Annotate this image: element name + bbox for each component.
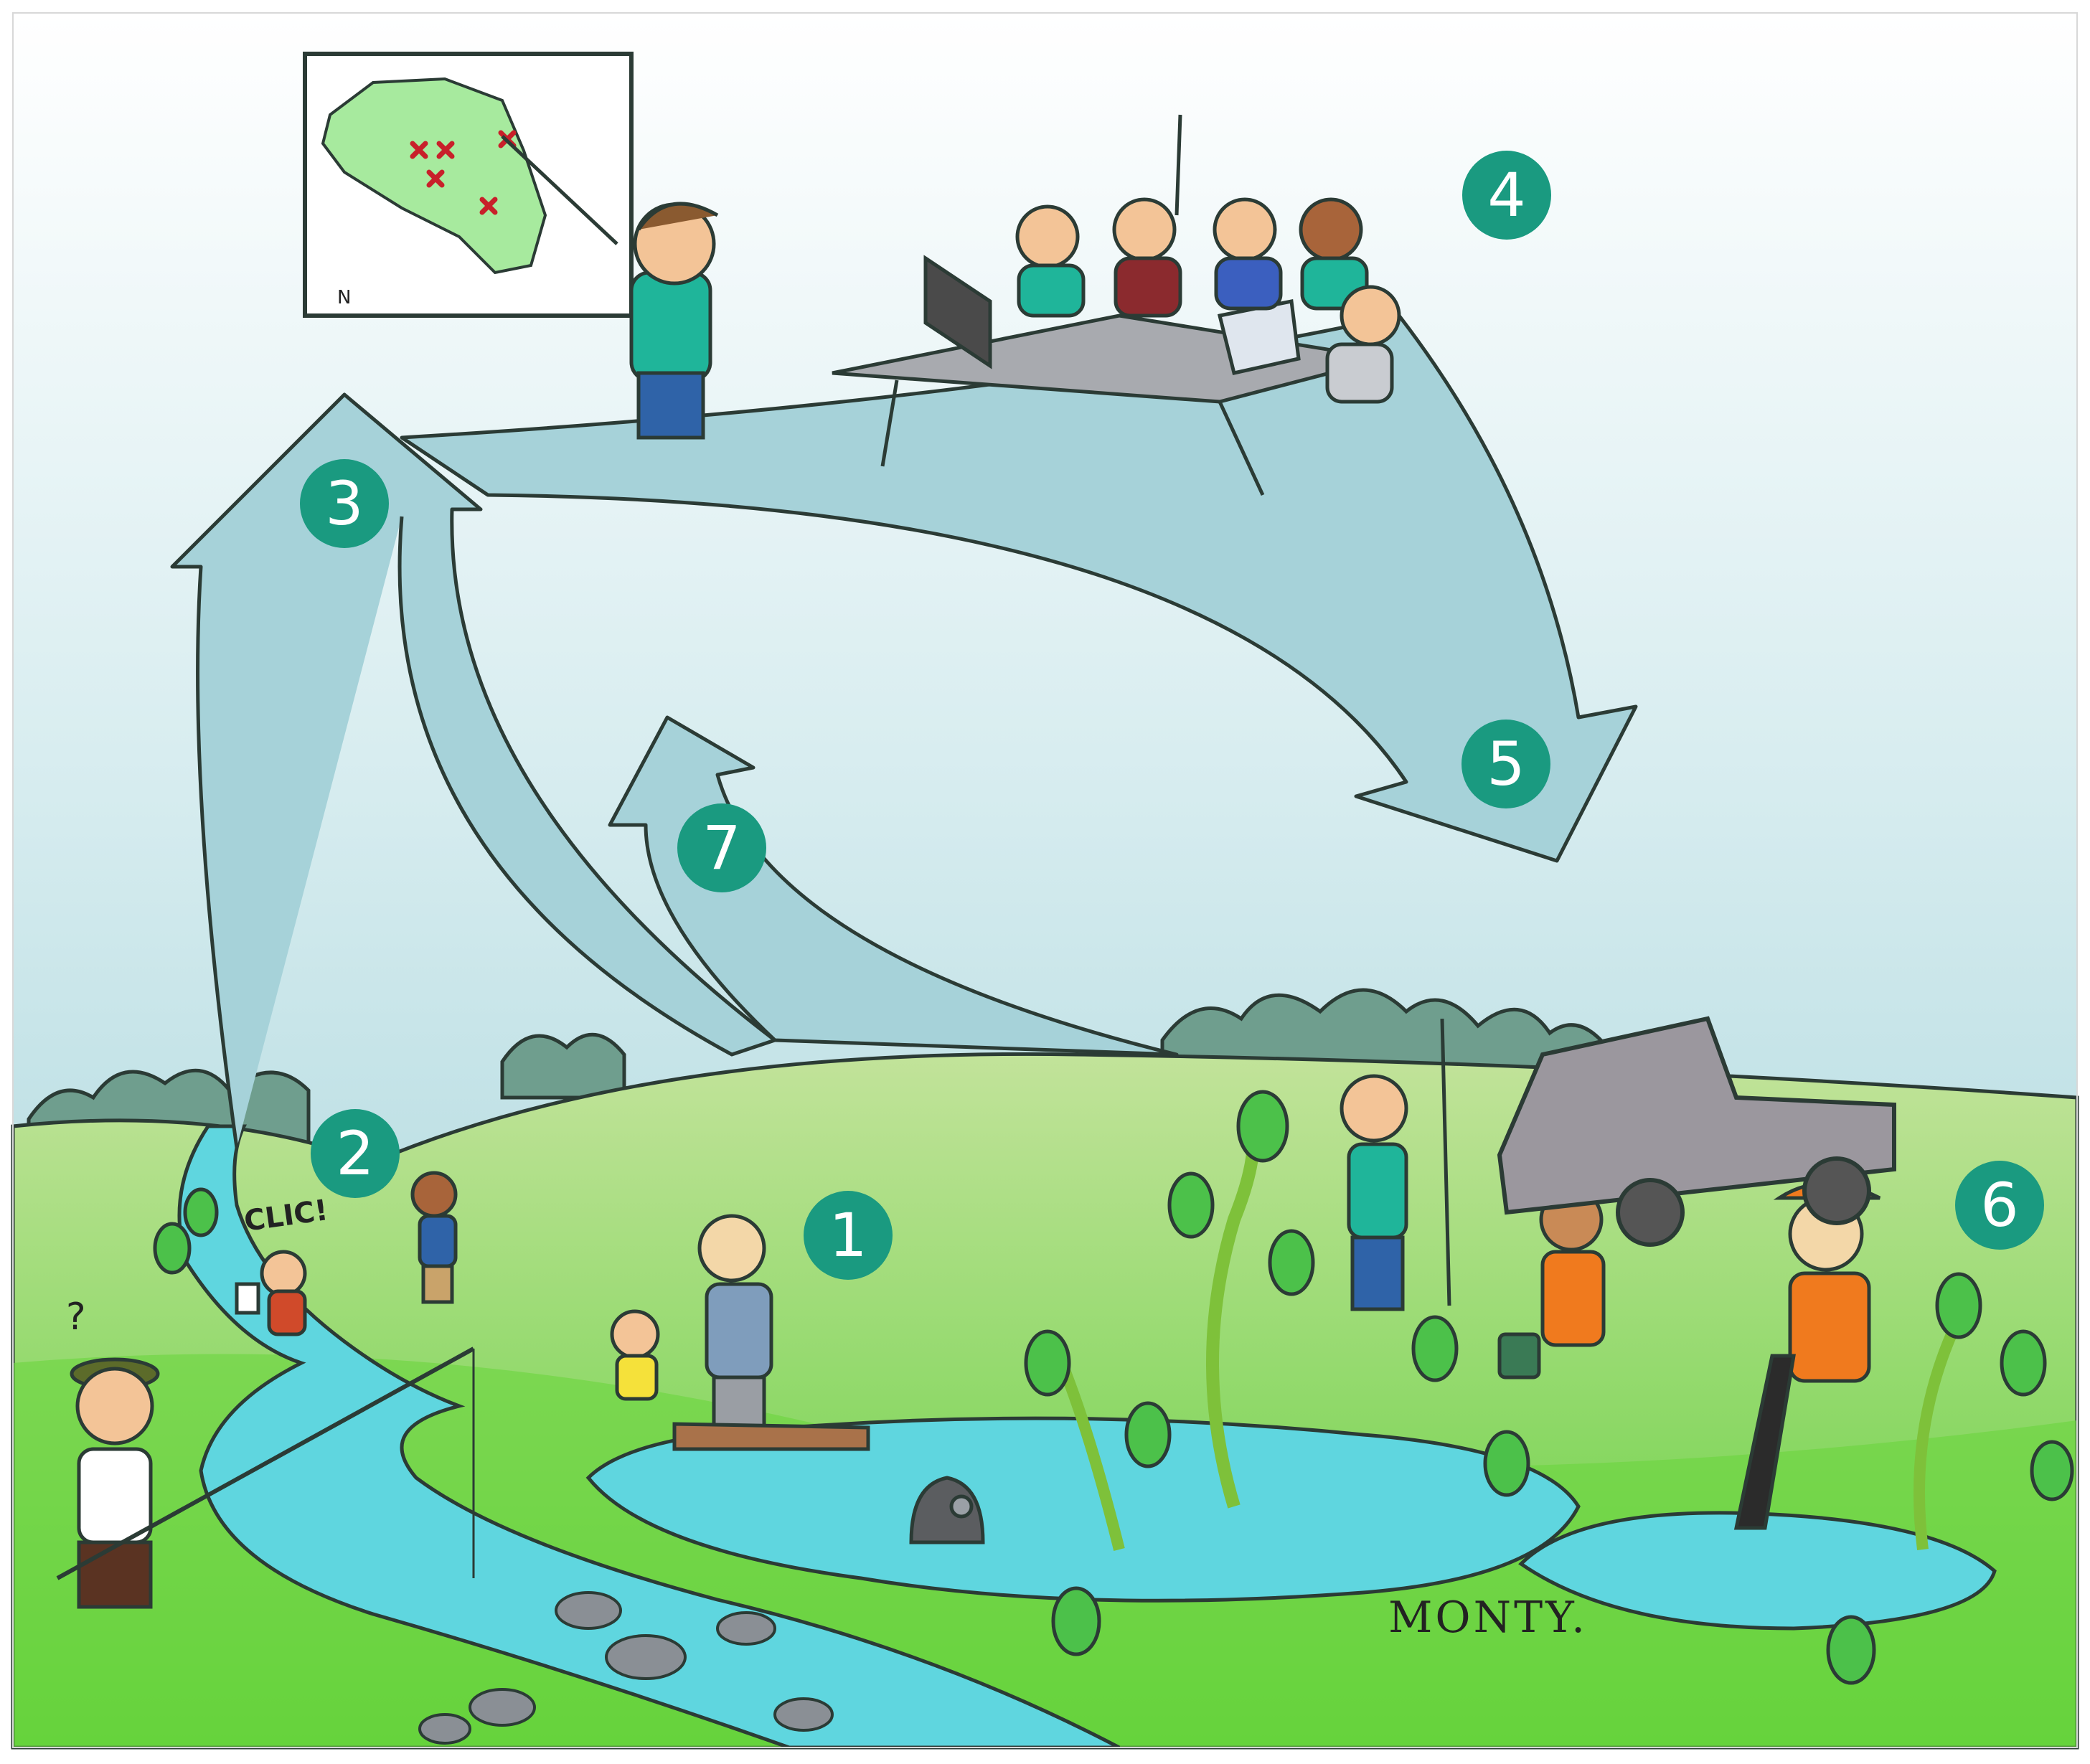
volunteer-woman	[1340, 1018, 1451, 1311]
observer-with-phone	[610, 1214, 870, 1451]
step-badge-3: 3	[300, 459, 389, 548]
fisherman	[56, 1346, 475, 1609]
question-mark: ?	[66, 1296, 86, 1339]
presenter-person	[501, 135, 719, 440]
step-badge-6: 6	[1955, 1161, 2044, 1250]
photographer-child	[235, 1250, 307, 1336]
step-badge-7: 7	[677, 803, 766, 892]
cycle-arrows	[170, 313, 1638, 1149]
arrow-3-path	[170, 392, 777, 1149]
hiker-child	[410, 1171, 458, 1304]
arrow-7-path	[608, 715, 1179, 1057]
artist-signature: MONTY.	[1388, 1593, 1588, 1643]
step-badge-2: 2	[311, 1109, 400, 1198]
map-north-label: N	[337, 287, 352, 308]
invasive-plants	[153, 1090, 2074, 1685]
pickup-truck	[1497, 1016, 1896, 1247]
pond-middle	[585, 1416, 1581, 1603]
map-board	[303, 52, 634, 318]
worker-shears	[1733, 1181, 1881, 1530]
stream-stones	[418, 1591, 834, 1745]
meeting-people	[1015, 114, 1401, 404]
step-badge-1: 1	[804, 1191, 893, 1280]
frame-border	[12, 12, 2078, 1748]
diver	[909, 1476, 985, 1544]
pond-right	[1518, 1511, 1997, 1631]
step-badge-4: 4	[1462, 151, 1551, 240]
step-badge-5: 5	[1461, 720, 1550, 808]
stream	[177, 1124, 1121, 1750]
arrow-4-5-path	[400, 313, 1638, 863]
meeting-table	[832, 255, 1385, 496]
